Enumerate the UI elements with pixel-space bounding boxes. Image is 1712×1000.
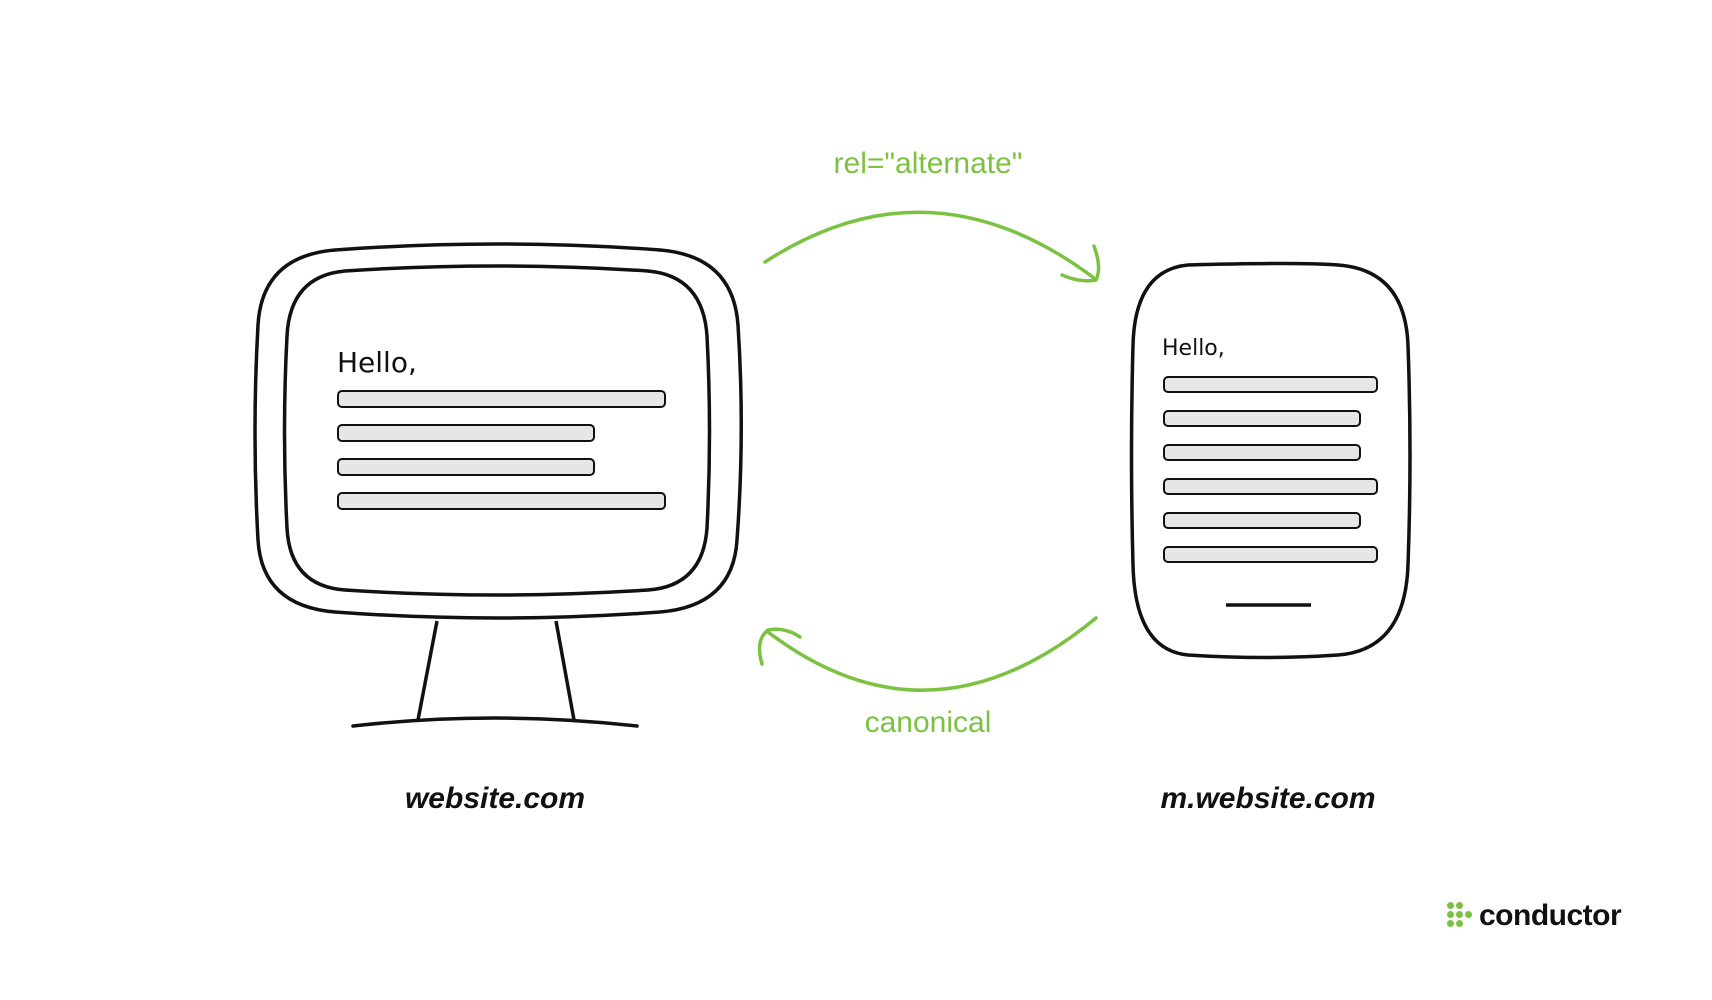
- text-bar: [1163, 478, 1378, 495]
- text-bar: [1163, 512, 1361, 529]
- canonical-label: canonical: [864, 706, 992, 739]
- alternate-arrow: [763, 210, 1096, 280]
- text-bar: [1163, 546, 1378, 563]
- mobile-text-bars: [1163, 376, 1378, 563]
- text-bar: [337, 390, 666, 408]
- conductor-logo-icon: [1447, 902, 1473, 930]
- desktop-domain-label: website.com: [404, 782, 586, 815]
- conductor-logo: conductor: [1447, 899, 1622, 933]
- desktop-text-bars: [337, 390, 666, 510]
- mobile-domain-label: m.website.com: [1160, 782, 1376, 815]
- mobile-device: [1129, 261, 1412, 660]
- text-bar: [1163, 444, 1361, 461]
- text-bar: [337, 424, 595, 442]
- text-bar: [337, 492, 666, 510]
- mobile-outline: [1129, 261, 1412, 660]
- text-bar: [337, 458, 595, 476]
- brand-name: conductor: [1479, 899, 1622, 932]
- alternate-arrowhead: [1060, 244, 1101, 283]
- monitor-screen: [282, 264, 712, 597]
- canonical-arrow: [766, 616, 1098, 692]
- text-bar: [1163, 376, 1378, 393]
- mobile-greeting: Hello,: [1162, 336, 1225, 361]
- arrows: [757, 210, 1101, 692]
- alternate-label: rel="alternate": [833, 147, 1023, 180]
- monitor-base: [351, 716, 639, 728]
- text-bar: [1163, 410, 1361, 427]
- monitor-outer-frame: [253, 242, 744, 620]
- desktop-greeting: Hello,: [337, 346, 417, 379]
- desktop-monitor: [253, 242, 744, 728]
- monitor-stand-right: [554, 620, 576, 721]
- monitor-stand-left: [416, 620, 439, 721]
- canonical-arrowhead: [757, 627, 802, 666]
